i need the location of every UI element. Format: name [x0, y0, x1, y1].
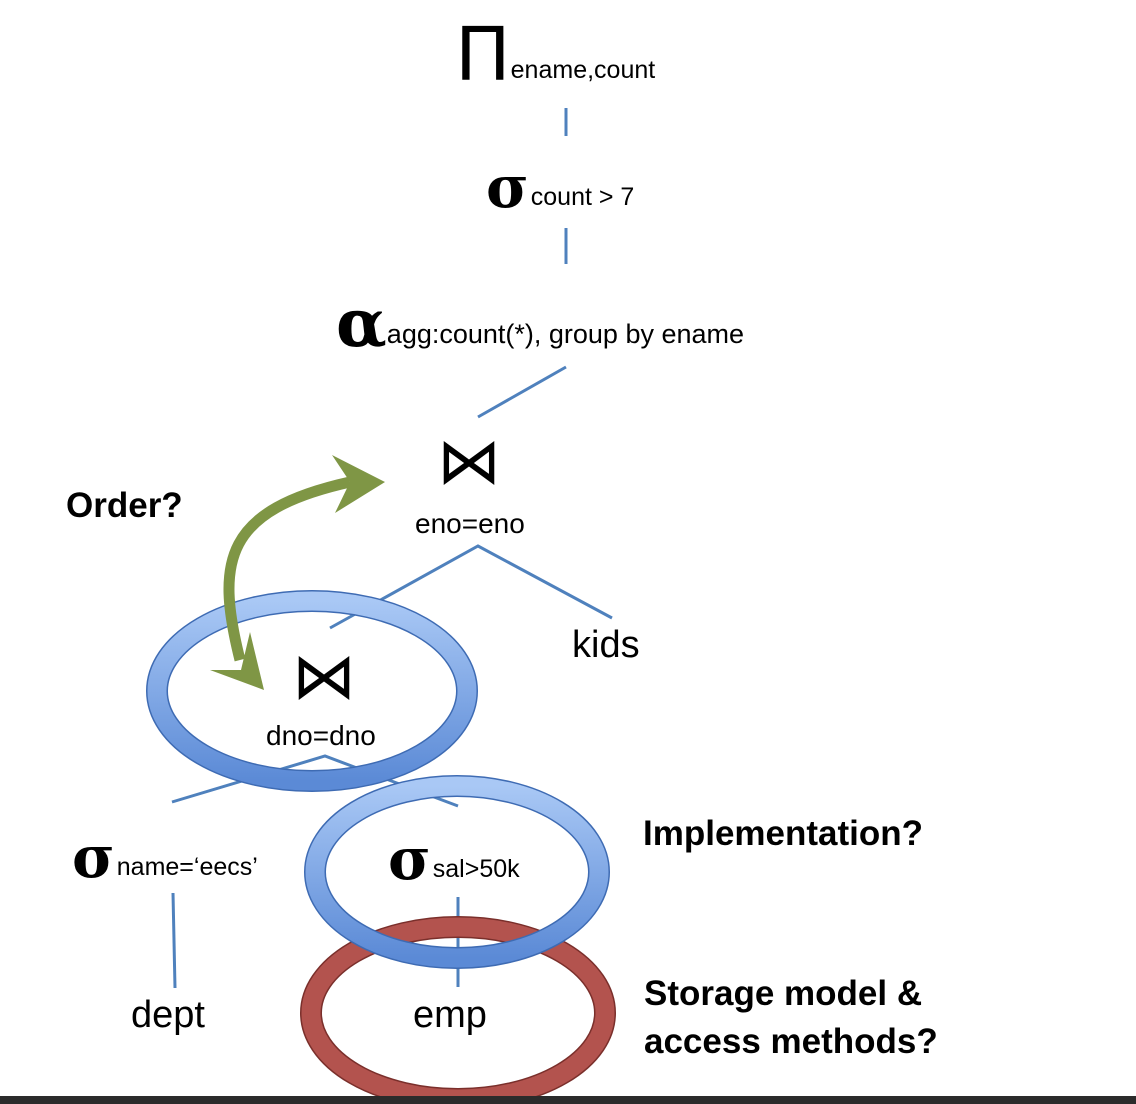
- relation-dept: dept: [131, 994, 205, 1036]
- edge-aggregate-join: [477, 365, 567, 419]
- order-question: Order?: [66, 486, 183, 525]
- select-count-symbol: σ: [486, 153, 529, 221]
- arrow-head-top: [332, 455, 385, 513]
- aggregate-node: αagg:count(*), group by ename: [336, 290, 744, 356]
- select-emp-symbol: σ: [388, 825, 431, 893]
- projection-symbol: Π: [455, 12, 511, 98]
- edge-select-dept: [171, 892, 177, 989]
- bottom-bar: [0, 1096, 1136, 1104]
- projection-node: Πename,count: [455, 18, 655, 92]
- implementation-question: Implementation?: [643, 814, 924, 853]
- join-dno-symbol: ⋈: [292, 640, 356, 714]
- projection-subscript: ename,count: [510, 56, 656, 84]
- select-dept-node: σname=‘eecs’: [72, 828, 258, 886]
- select-emp-subscript: sal>50k: [432, 855, 520, 883]
- storage-question-line2: access methods?: [644, 1022, 938, 1061]
- relation-kids: kids: [572, 624, 640, 666]
- storage-question-line1: Storage model &: [644, 974, 923, 1013]
- select-count-subscript: count > 7: [530, 183, 635, 211]
- aggregate-subscript: agg:count(*), group by ename: [386, 319, 745, 349]
- aggregate-symbol: α: [336, 284, 387, 362]
- select-dept-symbol: σ: [72, 823, 115, 891]
- arrow-head-bottom: [210, 632, 264, 690]
- select-dept-subscript: name=‘eecs’: [116, 853, 258, 881]
- select-count-node: σcount > 7: [486, 158, 634, 216]
- join-eno-symbol: ⋈: [437, 425, 501, 499]
- join-eno-condition: eno=eno: [415, 508, 525, 539]
- select-emp-node: σsal>50k: [388, 830, 520, 888]
- join-dno-condition: dno=dno: [266, 720, 376, 751]
- relation-emp: emp: [413, 994, 487, 1036]
- order-swap-arrow: [223, 476, 352, 662]
